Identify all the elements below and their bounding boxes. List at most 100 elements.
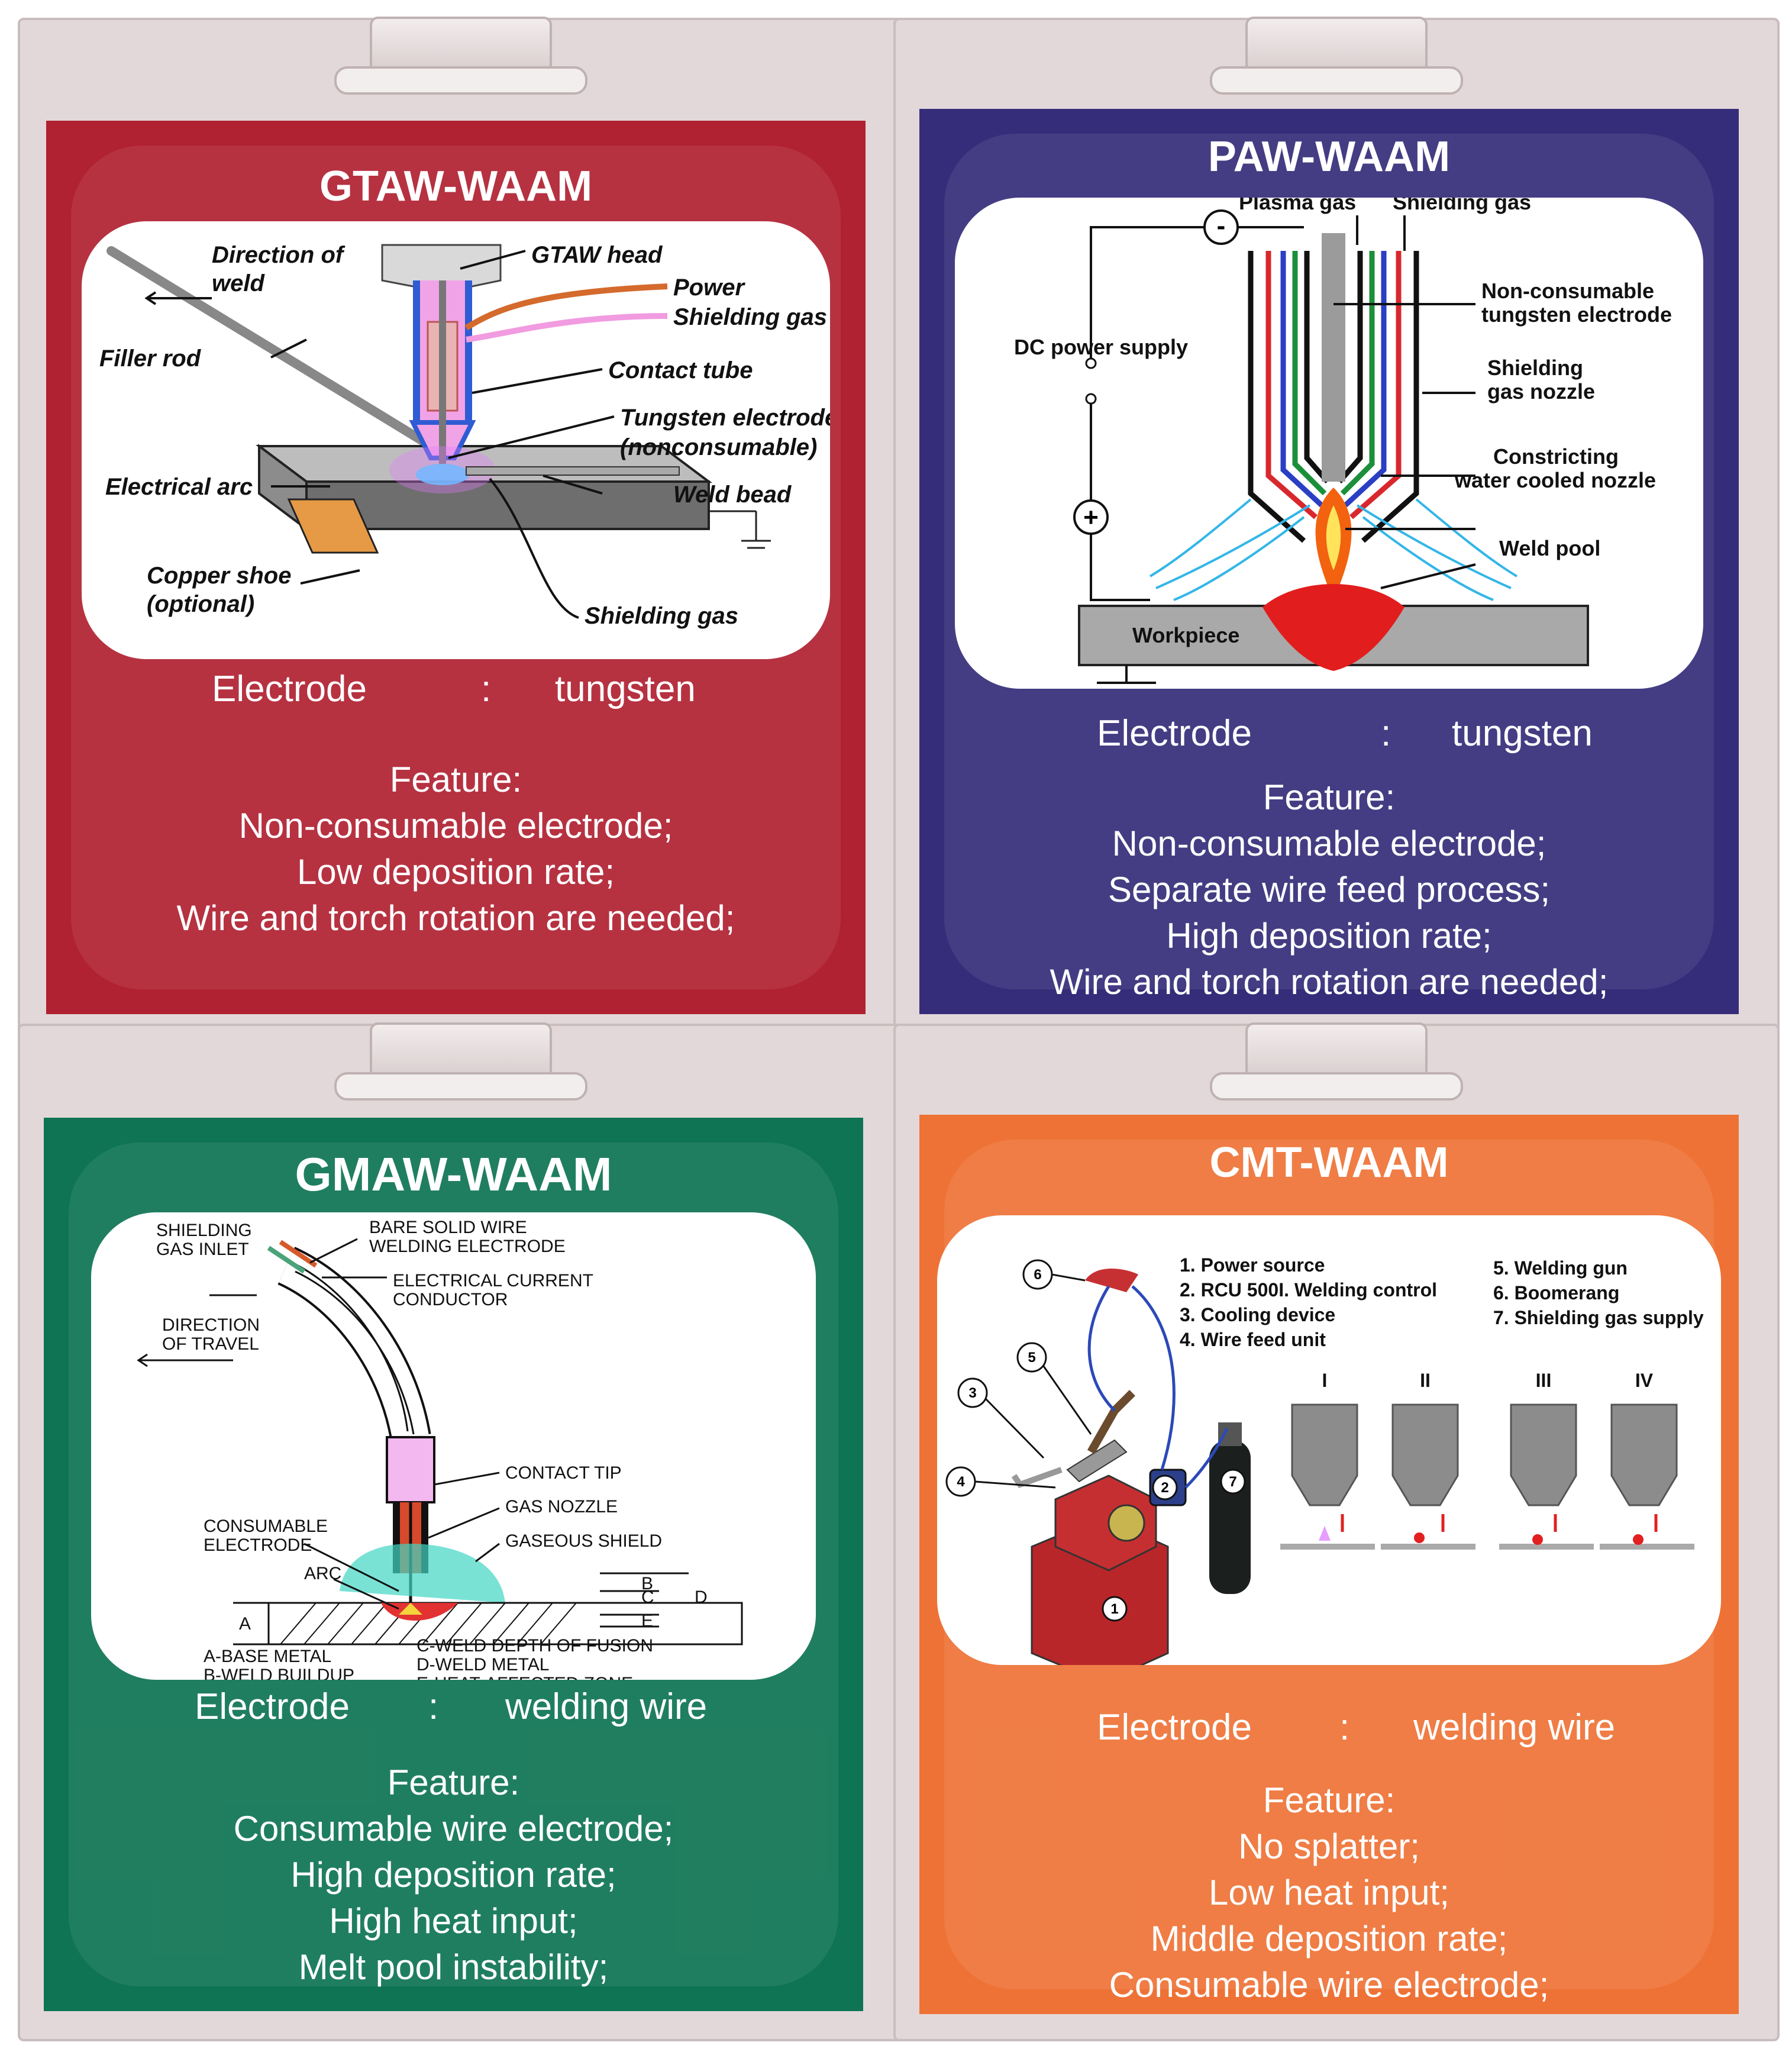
minus-sign: - [1217, 211, 1226, 240]
electrode-colon: : [1339, 1707, 1350, 1748]
label-conductor-1: ELECTRICAL CURRENT [393, 1271, 593, 1290]
label-shielding-gas-bottom: Shielding gas [585, 603, 738, 629]
paw-diagram: - + [955, 198, 1703, 689]
phase-label: III [1536, 1370, 1552, 1391]
label-shielding-gas: Shielding gas [1393, 198, 1531, 214]
feature-list: Feature: Non-consumable electrode; Low d… [46, 757, 866, 941]
electrode-colon: : [428, 1686, 439, 1727]
label-tungsten-2: tungsten electrode [1481, 302, 1672, 327]
feature-heading: Feature: [389, 760, 522, 799]
label-power: Power [673, 275, 745, 301]
label-plasma-gas: Plasma gas [1239, 198, 1356, 214]
paw-schematic: - + [1014, 198, 1672, 684]
feature-item: Consumable wire electrode; [1109, 1965, 1549, 2005]
card-paw: PAW-WAAM - + [919, 109, 1739, 1014]
label-shielding-gas-top: Shielding gas [673, 304, 827, 330]
badge-slot [334, 1072, 587, 1101]
feature-item: Separate wire feed process; [1108, 870, 1551, 909]
callout: 1 [1110, 1601, 1118, 1617]
callout: 4 [957, 1474, 965, 1490]
list-item: 2. RCU 500I. Welding control [1180, 1279, 1437, 1301]
label-copper-shoe-2: (optional) [147, 591, 254, 617]
feature-item: Low heat input; [1209, 1873, 1449, 1912]
callout: 3 [968, 1385, 976, 1401]
card-cmt: CMT-WAAM [919, 1115, 1739, 2014]
callout: 7 [1229, 1474, 1236, 1490]
feature-item: Non-consumable electrode; [238, 806, 673, 846]
card-holder-cmt: CMT-WAAM [893, 1022, 1780, 2041]
legend-right-1: C-WELD DEPTH OF FUSION [416, 1636, 653, 1656]
label-electrical-arc: Electrical arc [105, 474, 253, 500]
label-d: D [695, 1587, 708, 1607]
feature-heading: Feature: [1263, 1780, 1396, 1820]
card-holder-paw: PAW-WAAM - + [893, 17, 1780, 1035]
feature-heading: Feature: [1263, 777, 1396, 817]
label-tungsten-2: (nonconsumable) [620, 434, 817, 460]
label-direction-1: Direction of [212, 242, 346, 268]
gtaw-schematic: Direction of weld GTAW head Power Shield… [99, 242, 830, 629]
phase-label: II [1420, 1370, 1431, 1391]
legend-left-2: B-WELD BUILDUP [204, 1666, 354, 1680]
electrode-colon: : [481, 669, 492, 709]
feature-item: Middle deposition rate; [1150, 1919, 1508, 1958]
feature-item: Wire and torch rotation are needed; [176, 898, 735, 938]
gtaw-diagram: Direction of weld GTAW head Power Shield… [82, 221, 830, 659]
label-copper-shoe-1: Copper shoe [147, 563, 291, 589]
electrode-value: welding wire [1413, 1707, 1616, 1748]
electrode-colon: : [1381, 713, 1391, 754]
label-dc-power: DC power supply [1014, 335, 1188, 359]
legend-left-1: A-BASE METAL [204, 1647, 331, 1666]
label-tungsten-1: Tungsten electrode [620, 405, 830, 431]
phase-label: IV [1635, 1370, 1654, 1391]
label-nozzle-1: Shielding [1487, 356, 1583, 380]
label-contact-tube: Contact tube [608, 357, 753, 383]
gmaw-schematic: SHIELDING GAS INLET BARE SOLID WIRE WELD… [137, 1218, 743, 1680]
list-item: 3. Cooling device [1180, 1304, 1335, 1325]
label-consumable-1: CONSUMABLE [204, 1516, 328, 1536]
electrode-value: welding wire [505, 1686, 708, 1727]
label-e: E [641, 1611, 653, 1631]
label-weld-bead: Weld bead [673, 482, 792, 508]
label-constricting-2: water cooled nozzle [1454, 468, 1656, 492]
label-a: A [239, 1614, 251, 1634]
label-bare-wire-2: WELDING ELECTRODE [369, 1237, 566, 1256]
feature-item: Wire and torch rotation are needed; [1050, 962, 1609, 1002]
label-b: B [641, 1574, 653, 1593]
cmt-diagram: 6 5 3 4 2 7 1 1. Power source 2. RCU 500… [937, 1215, 1721, 1665]
label-shield-inlet-1: SHIELDING [156, 1221, 252, 1240]
feature-item: Non-consumable electrode; [1112, 824, 1546, 863]
callout: 2 [1161, 1480, 1168, 1496]
card-gtaw: GTAW-WAAM [46, 121, 866, 1014]
list-item: 6. Boomerang [1493, 1282, 1619, 1303]
label-direction-2: OF TRAVEL [162, 1334, 259, 1354]
label-bare-wire-1: BARE SOLID WIRE [369, 1218, 527, 1237]
card-title: CMT-WAAM [1209, 1139, 1449, 1186]
electrode-value: tungsten [1452, 713, 1593, 754]
label-shield-inlet-2: GAS INLET [156, 1240, 249, 1259]
badge-slot [334, 66, 587, 95]
electrode-value: tungsten [555, 669, 696, 709]
phase-label: I [1322, 1370, 1328, 1391]
list-item: 1. Power source [1180, 1254, 1325, 1276]
label-consumable-2: ELECTRODE [204, 1535, 312, 1555]
electrode-label: Electrode [1097, 713, 1252, 754]
label-tungsten-1: Non-consumable [1481, 279, 1654, 303]
feature-list: Feature: Non-consumable electrode; Separ… [919, 775, 1739, 1005]
feature-item: No splatter; [1238, 1827, 1420, 1866]
feature-list: Feature: No splatter; Low heat input; Mi… [919, 1777, 1739, 2008]
list-item: 4. Wire feed unit [1180, 1329, 1326, 1350]
badge-slot [1210, 1072, 1463, 1101]
gmaw-diagram: SHIELDING GAS INLET BARE SOLID WIRE WELD… [91, 1212, 816, 1680]
electrode-label: Electrode [195, 1686, 350, 1727]
label-c: C [641, 1587, 654, 1607]
feature-item: Consumable wire electrode; [233, 1809, 674, 1848]
label-conductor-2: CONDUCTOR [393, 1290, 508, 1309]
label-gtaw-head: GTAW head [531, 242, 663, 268]
list-item: 7. Shielding gas supply [1493, 1307, 1704, 1328]
card-title: GMAW-WAAM [295, 1148, 612, 1201]
electrode-label: Electrode [212, 669, 367, 709]
label-filler-rod: Filler rod [99, 346, 202, 372]
cmt-schematic: 6 5 3 4 2 7 1 1. Power source 2. RCU 500… [945, 1254, 1704, 1665]
feature-item: High deposition rate; [1166, 916, 1492, 956]
plus-sign: + [1083, 503, 1099, 532]
